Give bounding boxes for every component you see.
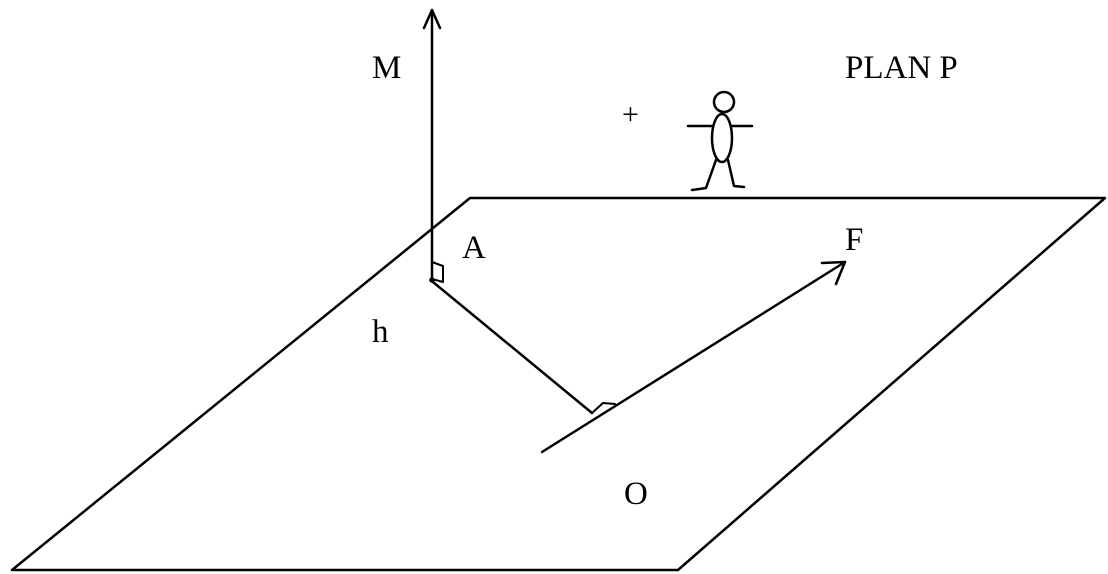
observer-mark: + [622,98,639,131]
right-angle-marker-foot-icon [591,402,616,414]
point-o-label: O [624,476,648,512]
plane-label: PLAN P [845,50,958,86]
arrowhead-f-icon [820,260,847,286]
plane-p [10,196,1107,572]
right-angle-marker-a-icon [431,261,444,283]
height-label: h [372,314,389,350]
stick-figure-icon [686,90,754,192]
point-a-label: A [462,230,486,266]
arrow-f-label: F [845,222,864,258]
perpendicular-segment [431,280,594,415]
vertical-axis-arrowhead-icon [422,8,442,30]
vertical-axis-label: M [372,50,402,86]
line-of [540,260,847,454]
